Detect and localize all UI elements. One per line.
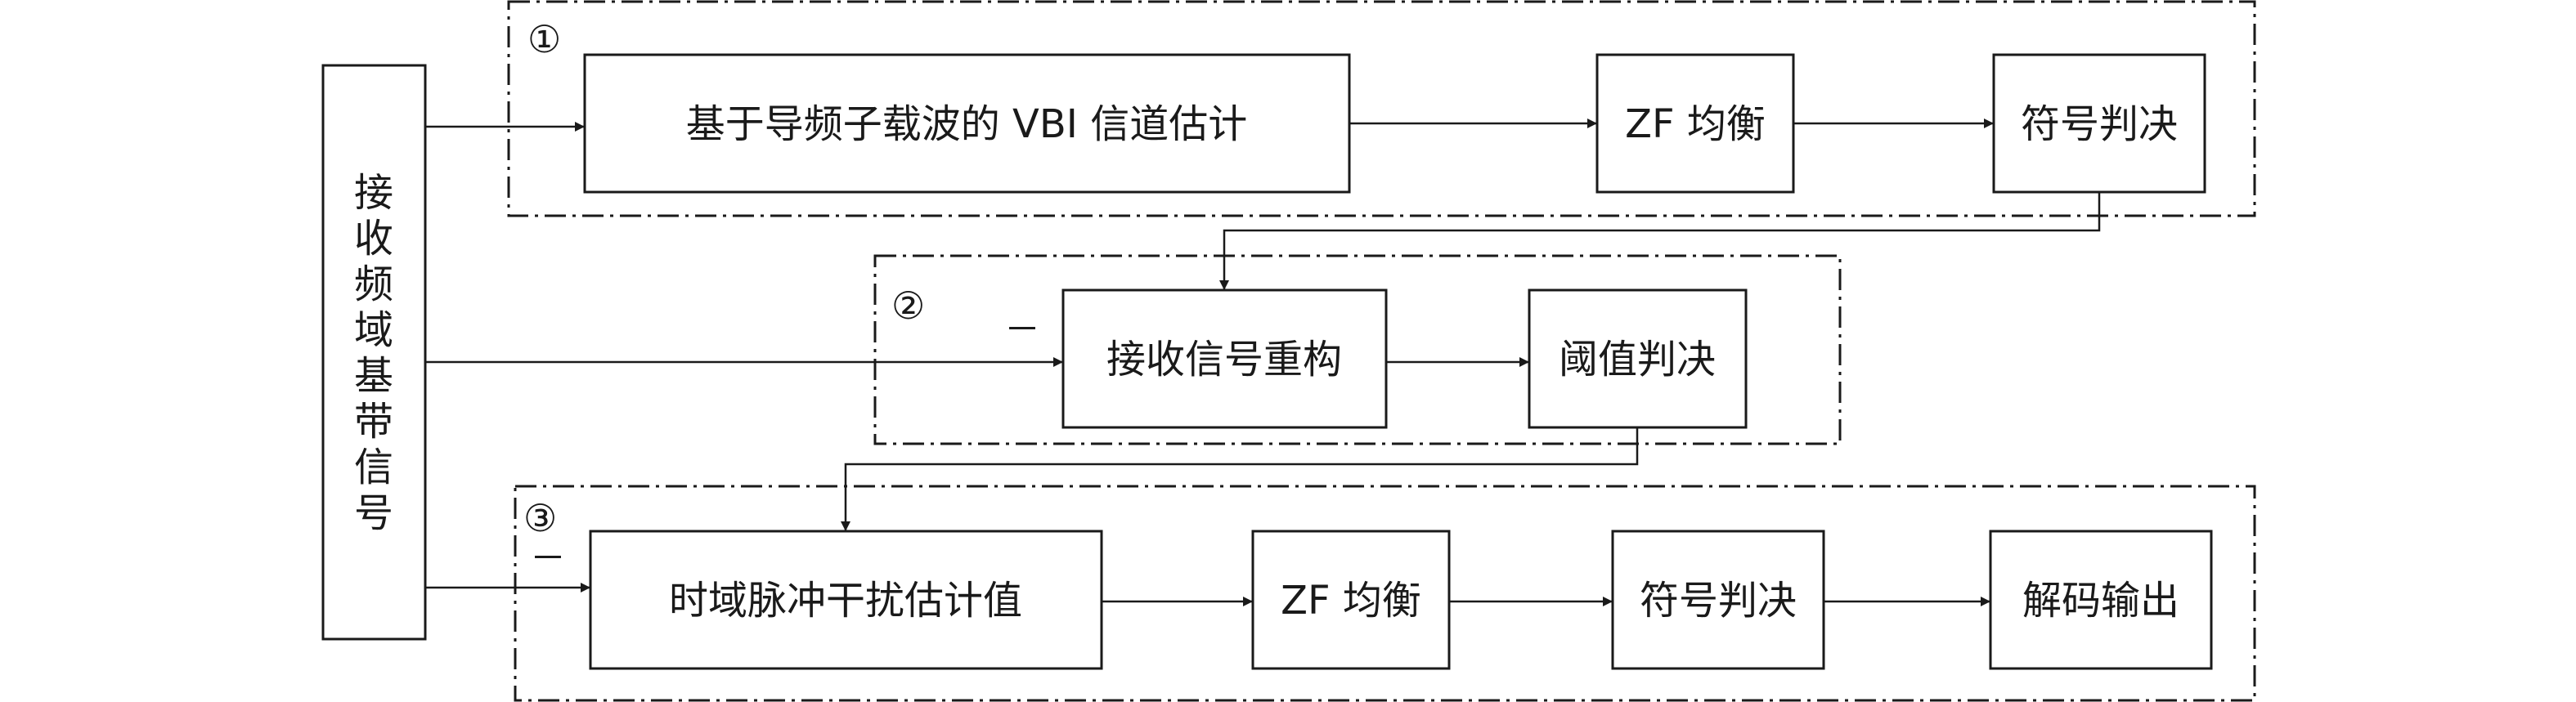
- threshold-decision-label: 阈值判决: [1559, 337, 1716, 382]
- symbol-decision-2-label: 符号判决: [1640, 578, 1797, 624]
- input-char-2: 收: [354, 216, 393, 262]
- impulse-estimation-label: 时域脉冲干扰估计值: [669, 578, 1022, 624]
- input-char-7: 信: [354, 445, 393, 490]
- group-3-number: ③: [523, 496, 557, 540]
- arrow-threshold-to-impulse: [841, 427, 1639, 531]
- arrow-decision1-to-reconstruction: [1219, 192, 2101, 290]
- threshold-decision-box: [1528, 288, 1748, 429]
- symbol-decision-2-box: [1611, 530, 1825, 670]
- vbi-estimation-label: 基于导频子载波的 VBI 信道估计: [686, 101, 1247, 147]
- zf-equalizer-2-box: [1251, 530, 1451, 670]
- input-char-3: 频: [354, 262, 393, 307]
- input-char-6: 带: [354, 399, 393, 445]
- input-signal-box: [321, 64, 427, 641]
- group-2-number: ②: [891, 284, 925, 328]
- minus-sign-row-2: －: [1004, 309, 1040, 351]
- decode-output-label: 解码输出: [2022, 578, 2179, 624]
- group-1-frame: [507, 0, 2256, 217]
- group-2-frame: [873, 254, 1842, 445]
- vbi-estimation-box: [583, 53, 1351, 194]
- signal-reconstruction-label: 接收信号重构: [1106, 337, 1342, 382]
- decode-output-box: [1989, 530, 2213, 670]
- zf-equalizer-1-box: [1595, 53, 1795, 194]
- input-char-4: 域: [354, 307, 393, 353]
- signal-reconstruction-box: [1061, 288, 1388, 429]
- symbol-decision-1-label: 符号判决: [2021, 101, 2178, 147]
- zf-equalizer-2-label: ZF 均衡: [1281, 578, 1421, 624]
- input-char-5: 基: [354, 353, 393, 399]
- group-3-frame: [514, 485, 2256, 702]
- input-char-1: 接: [354, 170, 393, 216]
- minus-sign-row-3: －: [530, 538, 566, 579]
- impulse-estimation-box: [589, 530, 1103, 670]
- zf-equalizer-1-label: ZF 均衡: [1625, 101, 1766, 147]
- group-1-number: ①: [527, 17, 561, 61]
- input-char-8: 号: [354, 490, 393, 536]
